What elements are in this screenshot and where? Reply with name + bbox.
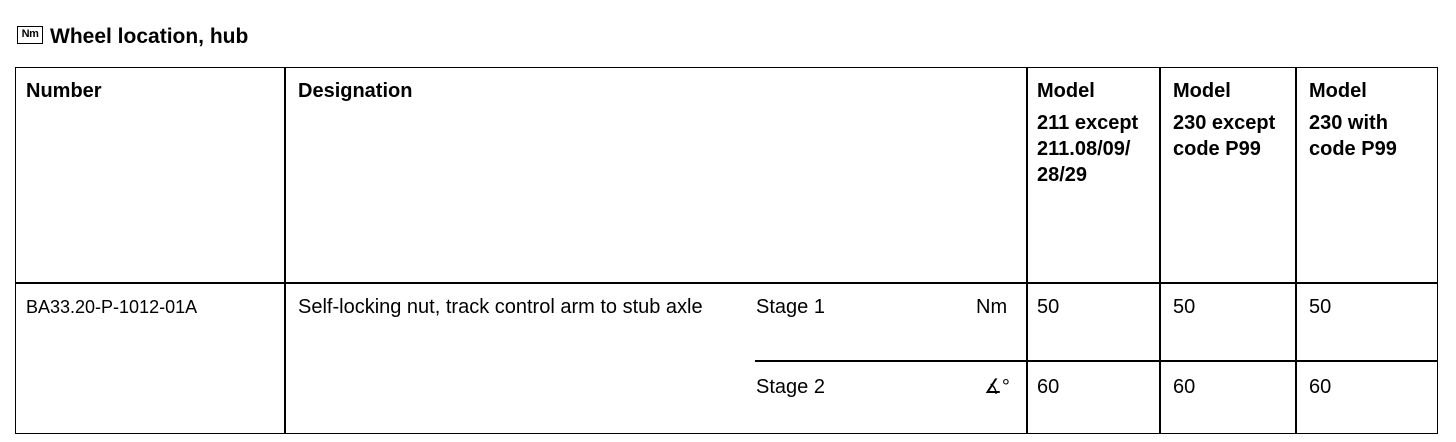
- section-heading: Nm Wheel location, hub: [17, 22, 248, 52]
- model-label: Model: [1037, 80, 1095, 102]
- stage-2-value-model-3: 60: [1309, 376, 1332, 398]
- stage-1-value-model-3: 50: [1309, 296, 1332, 318]
- stage-2-value-model-2: 60: [1173, 376, 1196, 398]
- header-designation: Designation: [298, 80, 413, 102]
- column-divider: [1026, 68, 1028, 433]
- column-divider: [1159, 68, 1161, 433]
- section-title: Wheel location, hub: [50, 25, 249, 48]
- model-scope: 230 with code P99: [1309, 112, 1397, 160]
- header-number: Number: [26, 80, 102, 102]
- model-scope: 230 except code P99: [1173, 112, 1276, 160]
- header-model-3: Model 230 with code P99: [1309, 78, 1429, 162]
- header-model-2: Model 230 except code P99: [1173, 78, 1288, 162]
- stage-2-value-model-1: 60: [1037, 376, 1060, 398]
- stage-divider: [755, 360, 1437, 362]
- stage-2-label: Stage 2: [756, 376, 825, 398]
- torque-nm-icon: Nm: [17, 26, 43, 44]
- column-divider: [1295, 68, 1297, 433]
- column-divider: [284, 68, 286, 433]
- stage-1-label: Stage 1: [756, 296, 825, 318]
- model-scope: 211 except 211.08/09/ 28/29: [1037, 112, 1139, 186]
- model-label: Model: [1309, 80, 1367, 102]
- header-model-1: Model 211 except 211.08/09/ 28/29: [1037, 78, 1155, 188]
- torque-table: Number Designation Model 211 except 211.…: [15, 67, 1438, 434]
- stage-1-value-model-1: 50: [1037, 296, 1060, 318]
- row-designation: Self-locking nut, track control arm to s…: [298, 296, 703, 318]
- model-label: Model: [1173, 80, 1231, 102]
- angle-icon: ∡°: [984, 376, 1010, 398]
- row-number: BA33.20-P-1012-01A: [26, 297, 198, 317]
- header-divider: [16, 282, 1437, 284]
- stage-1-value-model-2: 50: [1173, 296, 1196, 318]
- stage-1-unit: Nm: [976, 296, 1008, 318]
